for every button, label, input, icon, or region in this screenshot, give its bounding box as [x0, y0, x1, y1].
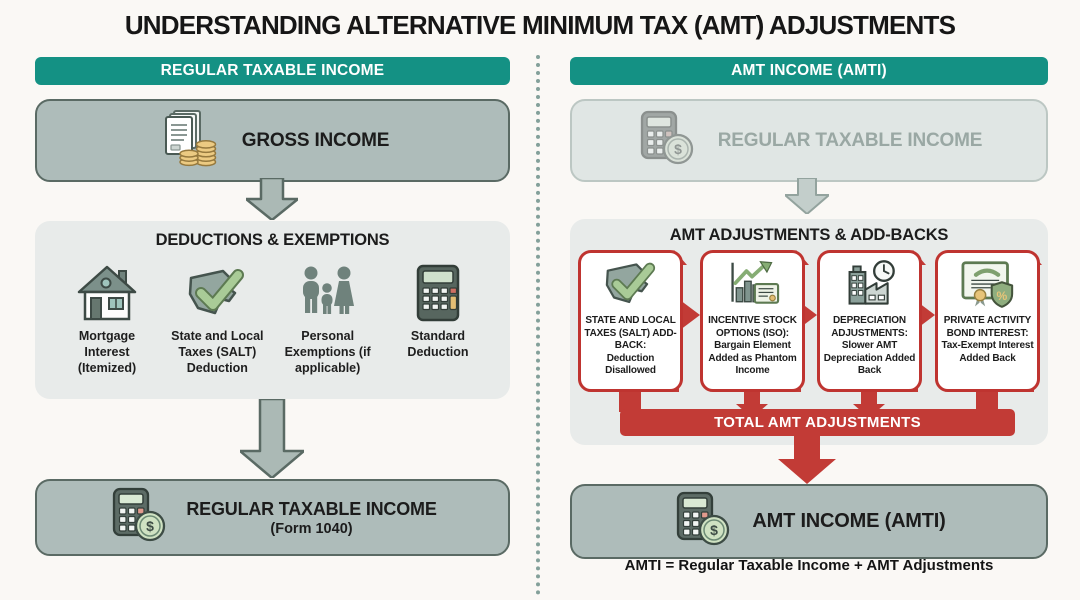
- regular-taxable-income-box: $ REGULAR TAXABLE INCOME (Form 1040): [35, 479, 510, 556]
- total-amt-adjustments-banner: TOTAL AMT ADJUSTMENTS: [620, 409, 1015, 436]
- factory-clock-icon: [841, 257, 899, 313]
- down-arrow: [246, 178, 298, 220]
- total-amt-adjustments-label: TOTAL AMT ADJUSTMENTS: [714, 414, 921, 431]
- adjustment-card-bond: % PRIVATE ACTIVITY BOND INTEREST: Tax-Ex…: [935, 250, 1040, 392]
- svg-text:%: %: [996, 289, 1007, 303]
- svg-text:$: $: [710, 522, 718, 538]
- calculator-dollar-icon: $: [108, 486, 168, 549]
- adjustment-card-iso: INCENTIVE STOCK OPTIONS (ISO): Bargain E…: [700, 250, 805, 392]
- family-icon: [296, 256, 360, 322]
- amt-income-box: $ AMT INCOME (AMTI): [570, 484, 1048, 559]
- red-right-arrow: [680, 300, 700, 330]
- deductions-row: Mortgage Interest (Itemized) State and L…: [35, 250, 510, 376]
- red-down-arrow-shaft: [861, 392, 877, 405]
- adjustment-card-salt: STATE AND LOCAL TAXES (SALT) ADD-BACK: D…: [578, 250, 683, 392]
- adjustment-card-text: DEPRECIATION ADJUSTMENTS: Slower AMT Dep…: [822, 315, 918, 378]
- column-divider: [536, 55, 540, 595]
- adjustment-card-text: STATE AND LOCAL TAXES (SALT) ADD-BACK: D…: [583, 315, 679, 378]
- calculator-icon: [414, 256, 462, 322]
- deduction-item-salt: State and Local Taxes (SALT) Deduction: [165, 256, 269, 376]
- deduction-label: Mortgage Interest (Itemized): [77, 329, 137, 375]
- red-down-arrow-large-shaft: [794, 434, 820, 460]
- adjustment-heading: PRIVATE ACTIVITY BOND INTEREST:: [943, 315, 1032, 339]
- deduction-label: Standard Deduction: [407, 329, 469, 359]
- adjustment-detail: Bargain Element Added as Phantom Income: [708, 340, 797, 376]
- map-check-icon: [601, 257, 661, 313]
- left-column: REGULAR TAXABLE INCOME: [35, 0, 510, 600]
- carryover-income-label: REGULAR TAXABLE INCOME: [717, 129, 983, 151]
- documents-coins-icon: [156, 109, 220, 172]
- carryover-income-box: $ REGULAR TAXABLE INCOME: [570, 99, 1048, 182]
- amti-formula: AMTI = Regular Taxable Income + AMT Adju…: [624, 557, 994, 574]
- deductions-title: DEDUCTIONS & EXEMPTIONS: [155, 231, 390, 249]
- deduction-item-mortgage: Mortgage Interest (Itemized): [55, 256, 159, 376]
- down-arrow-small: [785, 178, 829, 214]
- adjustment-card-text: PRIVATE ACTIVITY BOND INTEREST: Tax-Exem…: [940, 315, 1036, 365]
- house-icon: [76, 256, 138, 322]
- calculator-dollar-icon: $: [636, 109, 696, 172]
- form-1040-label: (Form 1040): [270, 520, 353, 537]
- deduction-label: Personal Exemptions (if applicable): [284, 329, 371, 375]
- adjustment-detail: Slower AMT Depreciation Added Back: [823, 340, 916, 376]
- deduction-item-standard: Standard Deduction: [386, 256, 490, 376]
- red-down-arrow-large: [778, 459, 836, 484]
- red-down-arrow-shaft: [744, 392, 760, 405]
- regular-taxable-income-text: REGULAR TAXABLE INCOME (Form 1040): [186, 499, 436, 537]
- map-check-icon: [184, 256, 250, 322]
- gross-income-label: GROSS INCOME: [241, 129, 390, 151]
- stock-chart-certificate-icon: [724, 257, 782, 313]
- svg-text:$: $: [674, 141, 682, 157]
- deduction-item-personal: Personal Exemptions (if applicable): [276, 256, 380, 376]
- amt-income-label: AMT INCOME (AMTI): [752, 510, 946, 532]
- down-arrow-large: [240, 399, 304, 478]
- adjustment-card-text: INCENTIVE STOCK OPTIONS (ISO): Bargain E…: [705, 315, 801, 378]
- adjustment-heading: INCENTIVE STOCK OPTIONS (ISO):: [708, 315, 797, 339]
- calculator-dollar-icon: $: [672, 490, 732, 553]
- adjustment-detail: Deduction Disallowed: [605, 352, 656, 377]
- amt-adjustments-panel: AMT ADJUSTMENTS & ADD-BACKS: [570, 219, 1048, 445]
- adjustment-heading: DEPRECIATION ADJUSTMENTS:: [831, 315, 908, 339]
- left-column-header: REGULAR TAXABLE INCOME: [35, 57, 510, 85]
- adjustment-card-depreciation: DEPRECIATION ADJUSTMENTS: Slower AMT Dep…: [817, 250, 922, 392]
- deductions-panel: DEDUCTIONS & EXEMPTIONS: [35, 221, 510, 399]
- adjustment-heading: STATE AND LOCAL TAXES (SALT) ADD-BACK:: [584, 315, 677, 351]
- adjustment-detail: Tax-Exempt Interest Added Back: [941, 340, 1034, 364]
- gross-income-box: GROSS INCOME: [35, 99, 510, 182]
- red-connector-bar: [976, 392, 998, 412]
- bond-shield-icon: %: [958, 257, 1018, 313]
- amt-adjustments-title: AMT ADJUSTMENTS & ADD-BACKS: [669, 226, 949, 244]
- svg-text:$: $: [146, 518, 154, 534]
- regular-taxable-income-label: REGULAR TAXABLE INCOME: [186, 498, 437, 519]
- page-title: UNDERSTANDING ALTERNATIVE MINIMUM TAX (A…: [124, 10, 956, 40]
- right-column-header: AMT INCOME (AMTI): [570, 57, 1048, 85]
- right-column-header-label: AMT INCOME (AMTI): [731, 62, 887, 79]
- left-column-header-label: REGULAR TAXABLE INCOME: [160, 62, 385, 79]
- deduction-label: State and Local Taxes (SALT) Deduction: [171, 329, 264, 375]
- right-column: AMT INCOME (AMTI) $ REGUL: [570, 0, 1048, 600]
- red-connector-bar: [619, 392, 641, 412]
